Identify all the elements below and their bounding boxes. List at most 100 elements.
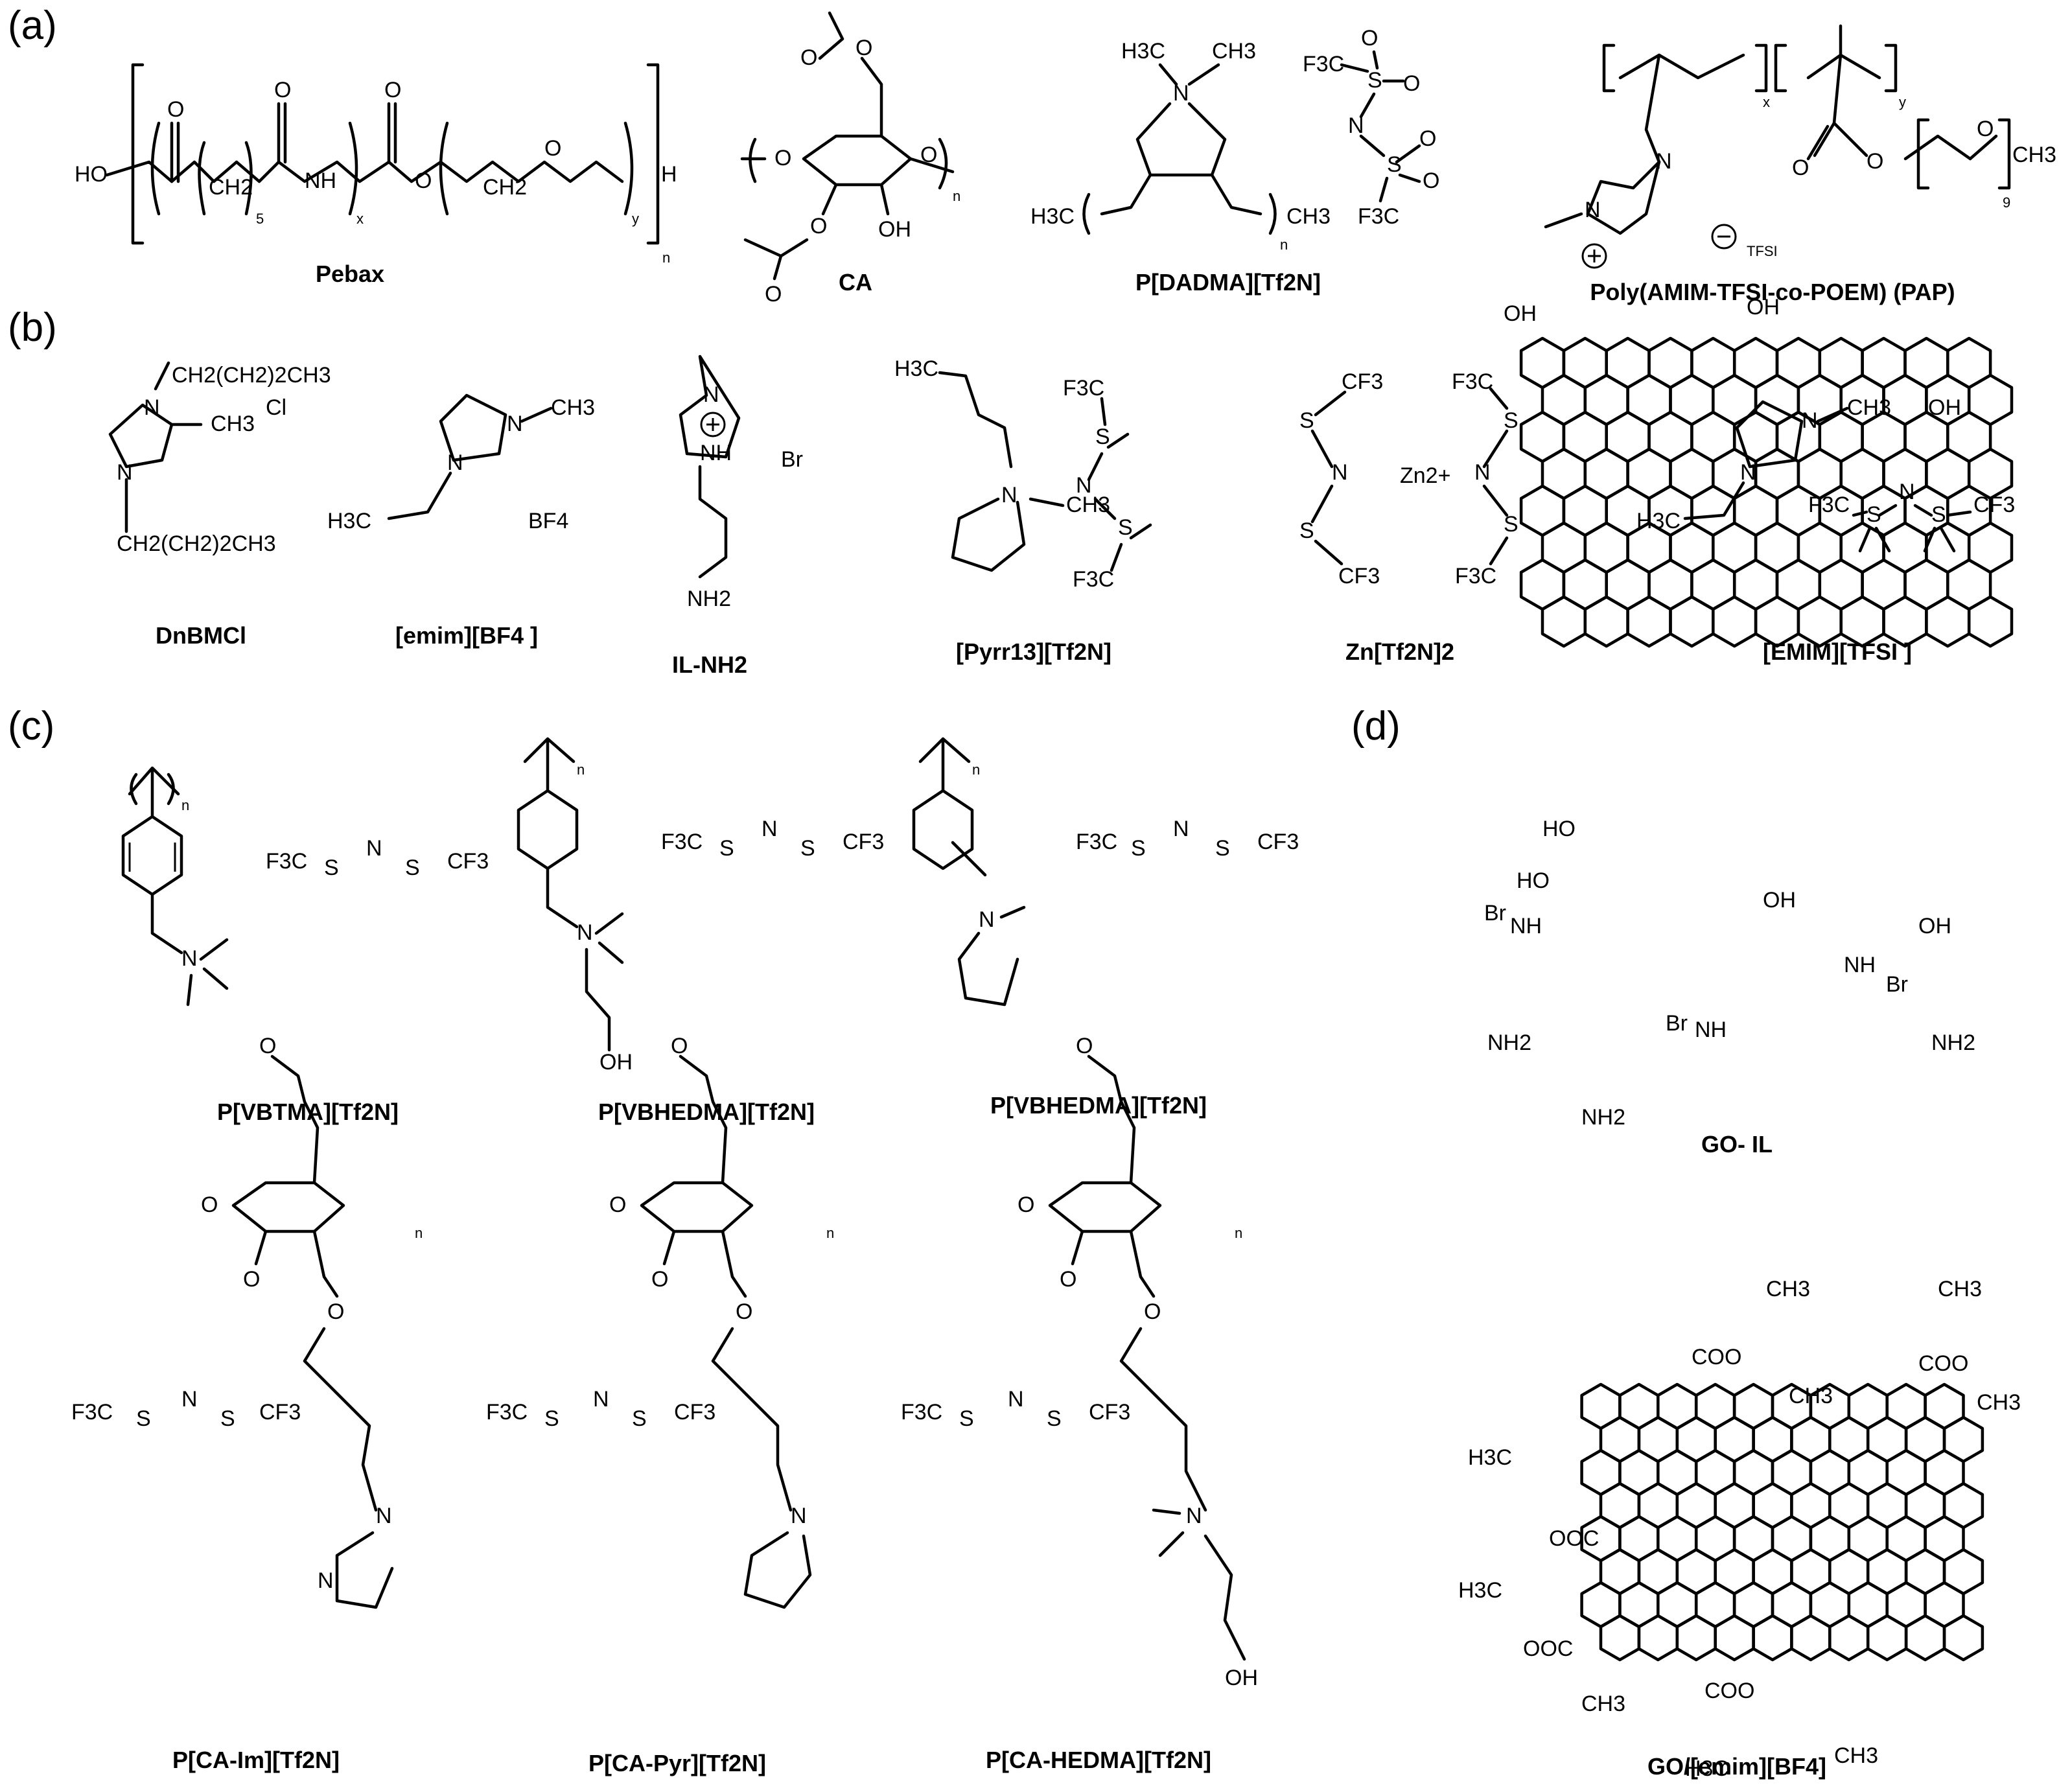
svg-text:NH: NH	[1510, 914, 1542, 938]
svg-text:CH3: CH3	[1581, 1692, 1625, 1716]
svg-text:CH2: CH2	[483, 175, 527, 200]
svg-text:n: n	[953, 188, 960, 204]
svg-text:N: N	[366, 836, 382, 861]
hexagon-ring	[1583, 595, 1629, 648]
svg-text:CH3: CH3	[1766, 1277, 1810, 1301]
svg-text:OH: OH	[1928, 395, 1961, 420]
svg-text:OH: OH	[1504, 301, 1537, 326]
svg-text:O: O	[1867, 149, 1883, 174]
hexagon-ring	[1669, 595, 1715, 648]
svg-text:O: O	[1060, 1267, 1076, 1292]
svg-text:O: O	[201, 1193, 218, 1217]
hexagon-ring	[1967, 595, 2014, 648]
hexagon-ring	[1942, 1614, 1984, 1662]
svg-text:n: n	[415, 1225, 423, 1241]
svg-text:O: O	[800, 45, 817, 70]
svg-text:OH: OH	[599, 1050, 633, 1075]
svg-text:CH2(CH2)2CH3: CH2(CH2)2CH3	[117, 531, 276, 556]
svg-text:CH3: CH3	[1938, 1277, 1982, 1301]
svg-text:O: O	[1423, 169, 1439, 193]
svg-text:N: N	[1001, 483, 1018, 507]
svg-text:N: N	[117, 460, 133, 485]
hexagon-ring	[1797, 595, 1843, 648]
svg-text:O: O	[671, 1034, 688, 1058]
svg-text:S: S	[800, 836, 815, 861]
svg-text:CF3: CF3	[1338, 564, 1380, 588]
svg-text:S: S	[1504, 512, 1518, 537]
svg-text:S: S	[405, 855, 420, 880]
svg-text:Br: Br	[1886, 972, 1908, 997]
svg-text:F3C: F3C	[71, 1400, 113, 1425]
svg-text:S: S	[1931, 502, 1946, 527]
svg-text:OOC: OOC	[1549, 1526, 1599, 1551]
ca-structure: O O O O O OH O n	[740, 11, 960, 307]
hexagon-ring	[1752, 1614, 1793, 1662]
svg-text:N: N	[703, 382, 719, 407]
svg-text:O: O	[1361, 26, 1378, 51]
pebax-ho: HO	[75, 162, 108, 187]
svg-text:N: N	[593, 1387, 609, 1412]
svg-text:S: S	[544, 1406, 559, 1431]
svg-text:HO: HO	[1542, 817, 1576, 841]
svg-text:O: O	[1419, 126, 1436, 151]
svg-text:NH2: NH2	[1487, 1030, 1531, 1055]
hexagon-ring	[1541, 595, 1587, 648]
svg-text:F3C: F3C	[1452, 369, 1493, 394]
svg-text:S: S	[719, 836, 734, 861]
svg-text:S: S	[1504, 408, 1518, 433]
svg-text:O: O	[327, 1299, 344, 1324]
emim-bf4-structure: N N CH3 H3C BF4	[327, 393, 595, 533]
svg-text:n: n	[972, 762, 980, 778]
svg-text:O: O	[855, 36, 872, 60]
svg-text:x: x	[1763, 94, 1770, 110]
svg-text:O: O	[1403, 71, 1420, 96]
svg-text:N: N	[1186, 1504, 1202, 1528]
svg-text:CH3: CH3	[551, 395, 595, 420]
svg-text:S: S	[1131, 836, 1146, 861]
svg-text:N: N	[318, 1568, 334, 1593]
svg-text:n: n	[1280, 237, 1288, 253]
svg-text:CH3: CH3	[1977, 1390, 2021, 1415]
svg-text:N: N	[376, 1504, 392, 1528]
svg-text:S: S	[1367, 68, 1382, 93]
il-nh2-structure: N NH NH2 Br	[679, 355, 803, 611]
svg-text:Br: Br	[1484, 901, 1506, 925]
svg-text:CH3: CH3	[1286, 204, 1331, 229]
zn-tf2n2-structure: CF3 S N S CF3 Zn2+ F3C S N S F3C	[1299, 369, 1518, 588]
svg-text:F3C: F3C	[1455, 564, 1496, 588]
svg-text:S: S	[1299, 518, 1314, 543]
svg-text:n: n	[577, 762, 585, 778]
svg-text:N: N	[144, 395, 160, 420]
svg-text:y: y	[1899, 94, 1906, 110]
svg-text:NH2: NH2	[1581, 1105, 1625, 1130]
svg-text:H3C: H3C	[1030, 204, 1075, 229]
hexagon-ring	[1882, 595, 1928, 648]
svg-text:S: S	[1867, 502, 1881, 527]
svg-text:H: H	[661, 162, 677, 187]
svg-text:BF4: BF4	[528, 509, 568, 533]
svg-text:CF3: CF3	[1257, 830, 1299, 854]
svg-text:NH: NH	[1844, 953, 1876, 977]
svg-text:N: N	[791, 1504, 807, 1528]
svg-text:N: N	[577, 920, 593, 945]
svg-text:CF3: CF3	[843, 830, 884, 854]
go-emim-bf4-structure: COO COO OOC OOC COO H3C H3C CH3 CH3 CH3 …	[1458, 1277, 2021, 1781]
svg-text:CH3: CH3	[1834, 1743, 1878, 1768]
hexagon-ring	[1754, 595, 1800, 648]
svg-text:N: N	[181, 946, 198, 971]
graphene-oxide-sheet-1	[1519, 336, 2014, 648]
hexagon-ring	[1599, 1614, 1641, 1662]
hexagon-ring	[1925, 595, 1971, 648]
svg-text:O: O	[736, 1299, 752, 1324]
pyrr13-tf2n-structure: H3C N CH3 F3C S N S F3C	[894, 356, 1152, 592]
svg-text:F3C: F3C	[661, 830, 703, 854]
svg-text:H3C: H3C	[894, 356, 938, 381]
hexagon-ring	[1866, 1614, 1908, 1662]
svg-text:N: N	[1008, 1387, 1024, 1412]
svg-text:N: N	[1899, 480, 1915, 504]
svg-text:Cl: Cl	[266, 395, 286, 420]
svg-text:F3C: F3C	[901, 1400, 942, 1425]
svg-text:N: N	[1474, 460, 1491, 485]
svg-text:O: O	[274, 78, 291, 102]
svg-text:COO: COO	[1918, 1351, 1968, 1376]
